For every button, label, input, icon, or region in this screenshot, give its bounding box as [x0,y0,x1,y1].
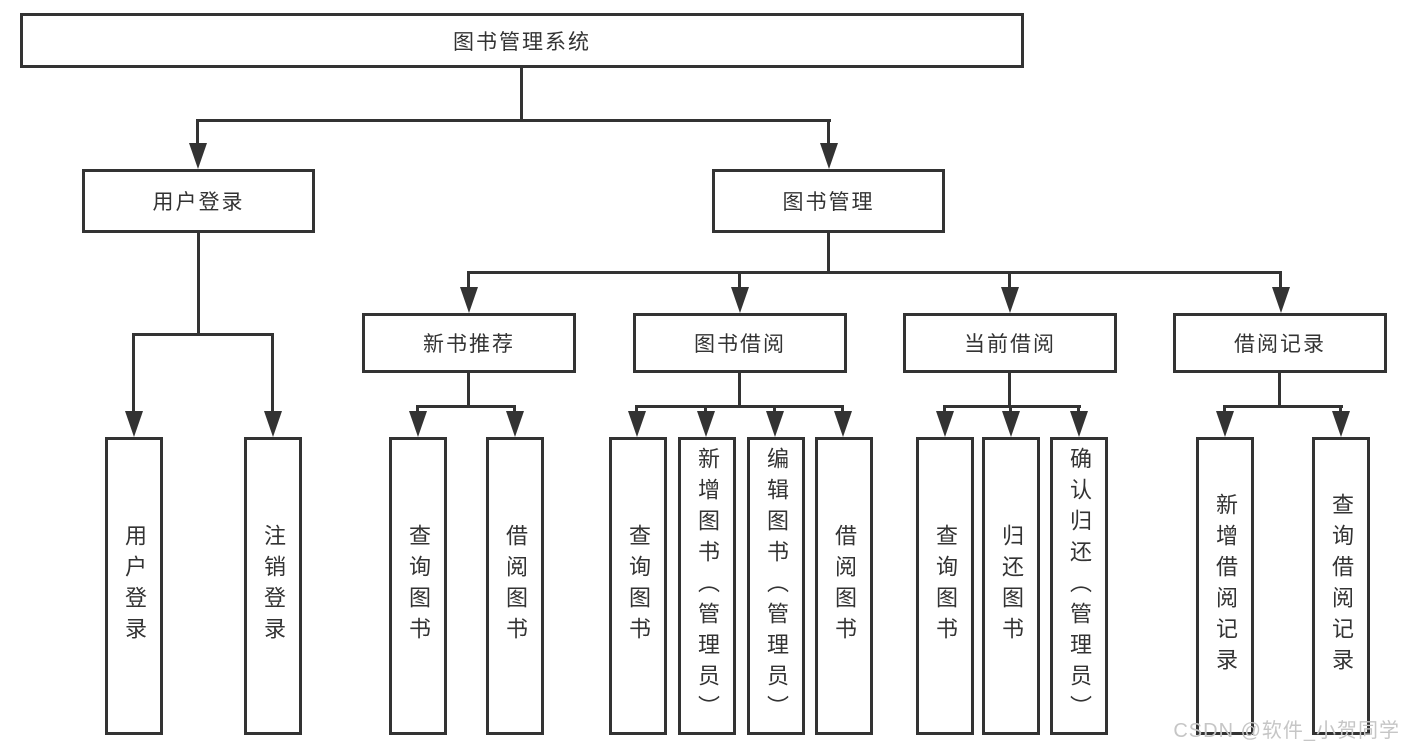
connector-line [513,405,516,413]
connector-line [467,373,470,408]
leaf-label: 新增借阅记录 [1213,493,1238,679]
arrow-down-icon [1001,287,1019,313]
connector-line [271,333,274,413]
leaf-label: 确认归还（管理员） [1067,446,1092,726]
leaf-query-borrow-record: 查询借阅记录 [1312,437,1370,735]
node-new-book-recommendation: 新书推荐 [362,313,576,373]
leaf-borrow-books-borrowing: 借阅图书 [815,437,873,735]
connector-line [704,405,707,413]
connector-line [467,271,1282,274]
node-user-login: 用户登录 [82,169,315,233]
connector-line [635,405,844,408]
node-book-borrowing: 图书借阅 [633,313,847,373]
leaf-label: 注销登录 [261,524,286,648]
connector-line [132,333,274,336]
leaf-label: 借阅图书 [832,524,857,648]
arrow-down-icon [820,143,838,169]
leaf-label: 新增图书（管理员） [695,446,720,726]
connector-line [416,405,419,413]
connector-line [738,373,741,408]
arrow-down-icon [506,411,524,437]
leaf-query-books-borrowing: 查询图书 [609,437,667,735]
node-borrowing-records: 借阅记录 [1173,313,1387,373]
leaf-confirm-return-admin: 确认归还（管理员） [1050,437,1108,735]
arrow-down-icon [936,411,954,437]
connector-line [1223,405,1226,413]
leaf-add-borrow-record: 新增借阅记录 [1196,437,1254,735]
leaf-label: 编辑图书（管理员） [764,446,789,726]
connector-line [1278,373,1281,408]
connector-line [132,333,135,413]
leaf-add-books-admin: 新增图书（管理员） [678,437,736,735]
leaf-label: 查询图书 [626,524,651,648]
connector-line [197,233,200,336]
connector-line [635,405,638,413]
leaf-label: 用户登录 [122,524,147,648]
arrow-down-icon [125,411,143,437]
connector-line [1279,271,1282,289]
node-book-management: 图书管理 [712,169,945,233]
node-current-borrowing: 当前借阅 [903,313,1117,373]
connector-line [738,271,741,289]
csdn-watermark: CSDN @软件_小贺同学 [1173,720,1400,742]
connector-line [943,405,946,413]
arrow-down-icon [189,143,207,169]
connector-line [1009,405,1012,413]
leaf-return-books: 归还图书 [982,437,1040,735]
connector-line [1339,405,1342,413]
connector-line [943,405,1081,408]
arrow-down-icon [1070,411,1088,437]
leaf-label: 查询图书 [933,524,958,648]
arrow-down-icon [264,411,282,437]
leaf-label: 归还图书 [999,524,1024,648]
connector-line [827,233,830,274]
leaf-query-books-recommend: 查询图书 [389,437,447,735]
arrow-down-icon [460,287,478,313]
leaf-user-login: 用户登录 [105,437,163,735]
node-root: 图书管理系统 [20,13,1024,68]
connector-line [827,119,830,147]
connector-line [773,405,776,413]
leaf-label: 查询图书 [406,524,431,648]
connector-line [1077,405,1080,413]
arrow-down-icon [1002,411,1020,437]
connector-line [416,405,516,408]
arrow-down-icon [697,411,715,437]
leaf-logout-login: 注销登录 [244,437,302,735]
connector-line [1223,405,1343,408]
connector-line [841,405,844,413]
leaf-label: 借阅图书 [503,524,528,648]
connector-line [467,271,470,289]
arrow-down-icon [628,411,646,437]
arrow-down-icon [409,411,427,437]
arrow-down-icon [834,411,852,437]
connector-line [1008,373,1011,408]
arrow-down-icon [731,287,749,313]
arrow-down-icon [1272,287,1290,313]
leaf-query-books-current: 查询图书 [916,437,974,735]
leaf-edit-books-admin: 编辑图书（管理员） [747,437,805,735]
arrow-down-icon [1332,411,1350,437]
connector-line [196,119,831,122]
arrow-down-icon [1216,411,1234,437]
arrow-down-icon [766,411,784,437]
leaf-label: 查询借阅记录 [1329,493,1354,679]
connector-line [196,119,199,147]
connector-line [1008,271,1011,289]
connector-line [520,67,523,122]
leaf-borrow-books-recommend: 借阅图书 [486,437,544,735]
